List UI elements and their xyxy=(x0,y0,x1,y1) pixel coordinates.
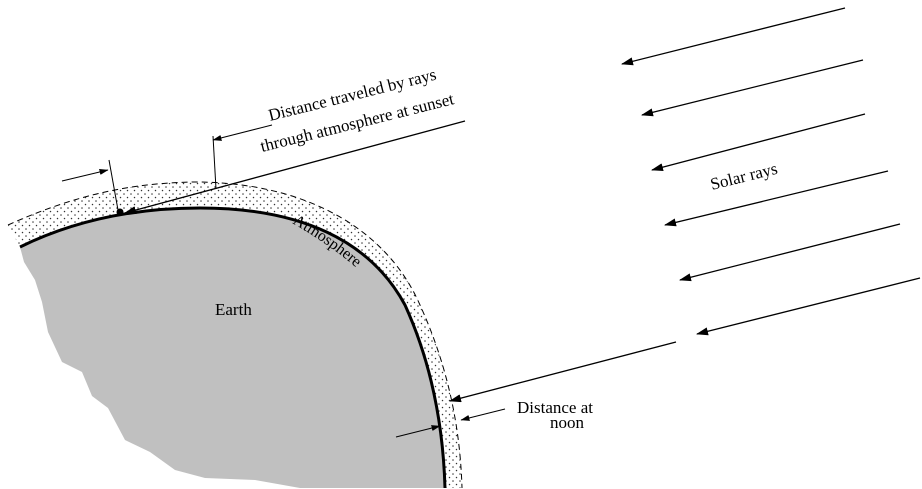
earth-surface xyxy=(19,206,447,489)
solar-rays-label: Solar rays xyxy=(708,159,779,194)
sunset-label-pointer xyxy=(212,124,273,141)
solar-ray-1 xyxy=(621,7,846,66)
atmosphere-outer-edge xyxy=(7,181,463,489)
sunset-ray xyxy=(124,120,466,214)
solar-ray-5 xyxy=(679,223,901,282)
sunset-dimension-tick xyxy=(212,135,217,190)
sunset-left-tick xyxy=(108,159,119,211)
earth-body xyxy=(20,208,445,488)
solar-ray-3 xyxy=(651,113,866,172)
solar-ray-2 xyxy=(641,59,864,117)
sunset-left-pointer xyxy=(61,169,109,182)
earth-label: Earth xyxy=(215,300,252,319)
noon-inner-pointer xyxy=(395,425,441,438)
noon-label-line1: Distance at xyxy=(517,398,593,417)
observer-point xyxy=(116,208,124,216)
solar-ray-4 xyxy=(664,170,889,227)
noon-outer-pointer xyxy=(460,408,506,421)
atmosphere-band xyxy=(8,182,462,488)
noon-label-line2: noon xyxy=(550,413,585,432)
solar-rays-group xyxy=(124,7,921,403)
noon-ray xyxy=(449,341,677,403)
solar-ray-6 xyxy=(696,277,921,336)
